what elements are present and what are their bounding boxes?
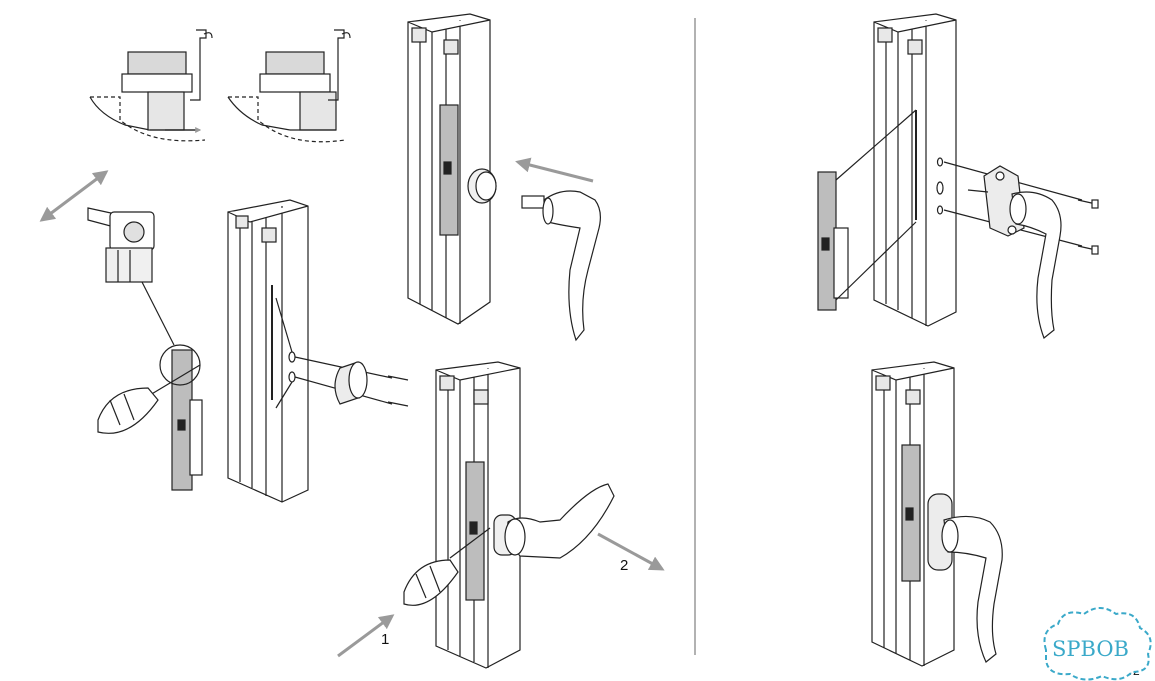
profile-right-bottom: [871, 361, 955, 667]
clip-detail: [87, 207, 175, 346]
handle-right-top: [1009, 191, 1062, 339]
screwdriver-bottom: [403, 527, 491, 606]
profile-middle: [227, 199, 309, 503]
arrow-step2: [597, 532, 665, 571]
step1-label: 1: [381, 631, 389, 648]
handle-top: [521, 190, 601, 342]
rosette-and-screws: [275, 297, 409, 409]
cover-plate-middle: [171, 349, 203, 491]
arrow-top: [515, 157, 594, 183]
step2-label: 2: [620, 557, 628, 574]
double-arrow: [39, 170, 109, 222]
logo-text: SPBOB: [1052, 637, 1129, 661]
profile-bottom: [435, 361, 521, 669]
handle-bottom: [504, 483, 615, 559]
spbob-logo: SPBOB: [1043, 607, 1152, 681]
detail-inset-right: [227, 29, 351, 143]
cover-plate-right: [817, 109, 917, 311]
arrow-step1: [337, 614, 395, 658]
profile-top: [407, 13, 497, 325]
detail-inset-left: [89, 29, 213, 142]
screws-right: [1077, 199, 1099, 255]
handle-right-bottom: [941, 515, 1003, 663]
screwdriver-middle: [97, 364, 201, 434]
profile-right-top: [873, 13, 957, 327]
